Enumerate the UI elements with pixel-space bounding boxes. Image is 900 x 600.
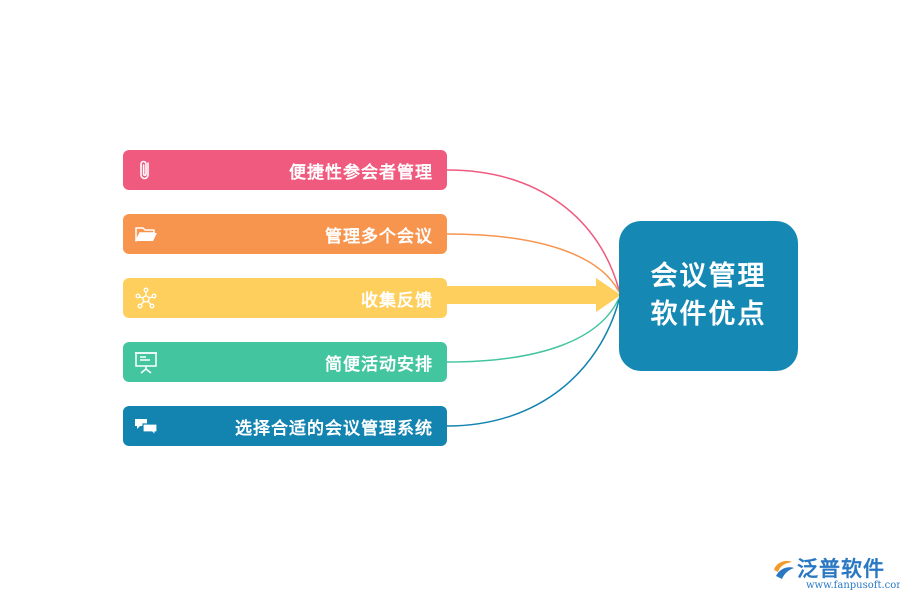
advantage-item-multiple-meetings: 管理多个会议 [123, 214, 447, 254]
advantage-item-label: 管理多个会议 [325, 226, 433, 247]
advantage-item-label: 简便活动安排 [325, 354, 433, 375]
presentation-board-icon [133, 349, 159, 375]
central-topic-title: 会议管理软件优点 [650, 261, 767, 330]
advantage-item-event-scheduling: 简便活动安排 [123, 342, 447, 382]
connector-line-3 [446, 297, 620, 363]
connector-arrow-shaft [446, 286, 598, 304]
advantage-item-label: 选择合适的会议管理系统 [235, 418, 433, 439]
paperclip-icon [133, 157, 159, 183]
connector-line-0 [446, 169, 620, 291]
folder-icon [133, 221, 159, 247]
advantage-item-label: 便捷性参会者管理 [289, 162, 433, 183]
logo-url: www.fanpusoft.com [806, 580, 900, 591]
advantage-item-attendee-management: 便捷性参会者管理 [123, 150, 447, 190]
connector-line-4 [446, 299, 620, 427]
connector-line-1 [446, 233, 620, 293]
fanpu-logo-icon [770, 556, 796, 582]
advantage-item-label: 收集反馈 [361, 290, 433, 311]
network-icon [133, 285, 159, 311]
logo-name: 泛普软件 [797, 557, 885, 581]
central-topic-box: 会议管理软件优点 [619, 221, 798, 371]
advantage-item-collect-feedback: 收集反馈 [123, 278, 447, 318]
advantage-item-choose-system: 选择合适的会议管理系统 [123, 406, 447, 446]
connector-arrowhead [596, 278, 621, 312]
chat-bubbles-icon [133, 413, 159, 439]
brand-logo: 泛普软件 www.fanpusoft.com [770, 553, 900, 595]
